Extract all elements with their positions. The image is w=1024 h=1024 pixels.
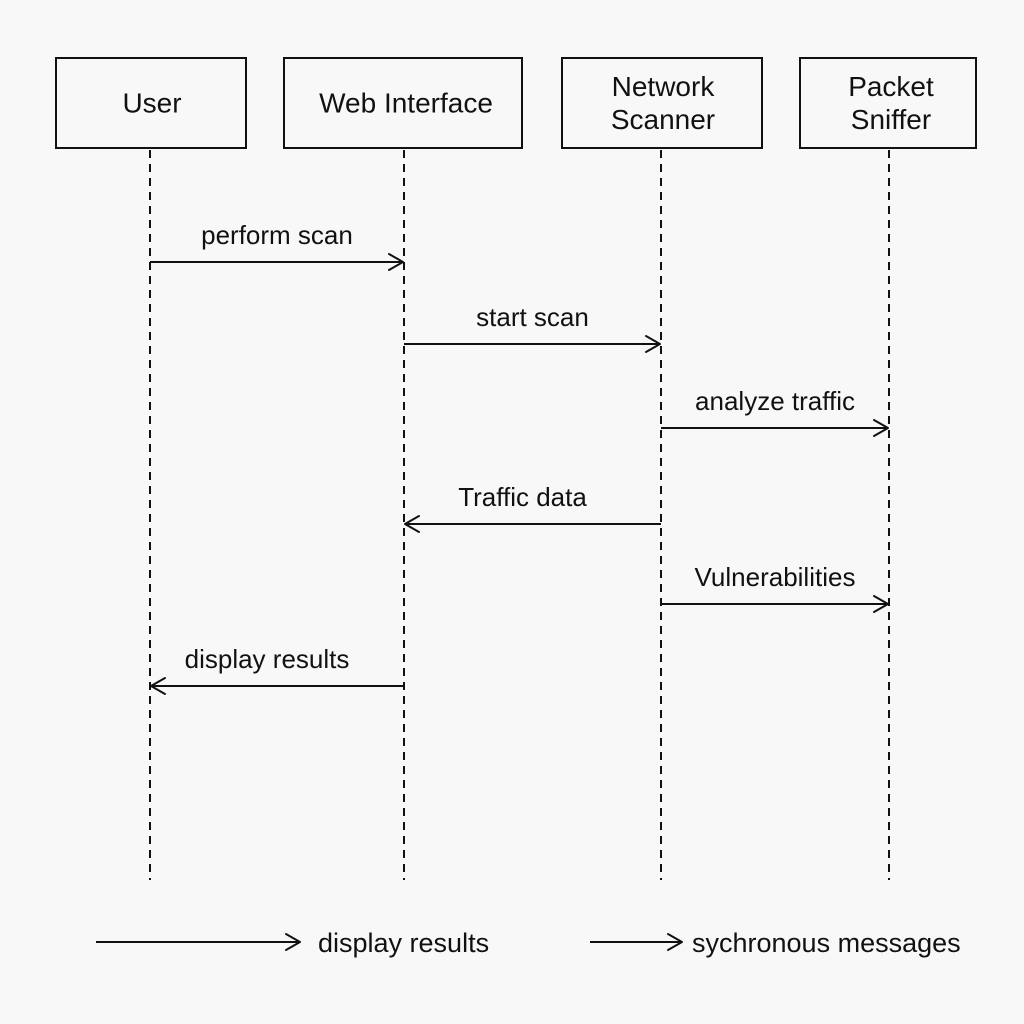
legend-item-1: display results <box>96 928 489 958</box>
message-1: perform scan <box>150 220 404 271</box>
message-6: display results <box>150 644 404 695</box>
participant-box <box>561 57 763 149</box>
message-label: display results <box>185 644 350 674</box>
message-label: start scan <box>476 302 589 332</box>
legend-label: sychronous messages <box>692 928 961 958</box>
message-label: Vulnerabilities <box>695 562 856 592</box>
participant-label: Network <box>612 71 716 102</box>
arrow-head <box>404 515 420 533</box>
participant-label: Scanner <box>611 104 715 135</box>
message-label: perform scan <box>201 220 353 250</box>
participant-box <box>283 57 523 149</box>
participant-label: User <box>122 88 181 119</box>
arrow-head <box>645 335 661 353</box>
arrow-head <box>388 253 404 271</box>
arrow-head <box>285 933 301 951</box>
participant-label: Web Interface <box>319 88 493 119</box>
message-5: Vulnerabilities <box>661 562 889 613</box>
arrow-head <box>667 933 683 951</box>
participant-web-interface: Web Interface <box>283 57 523 880</box>
message-4: Traffic data <box>404 482 661 533</box>
legend-item-2: sychronous messages <box>590 928 961 958</box>
participant-user: User <box>55 57 247 880</box>
participant-label: Sniffer <box>851 104 931 135</box>
arrow-head <box>873 419 889 437</box>
message-label: Traffic data <box>458 482 587 512</box>
participant-box <box>799 57 977 149</box>
message-2: start scan <box>404 302 661 353</box>
participant-label: Packet <box>848 71 934 102</box>
legend-label: display results <box>318 928 489 958</box>
arrow-head <box>150 677 166 695</box>
arrow-head <box>873 595 889 613</box>
participant-box <box>55 57 247 149</box>
message-3: analyze traffic <box>661 386 889 437</box>
message-label: analyze traffic <box>695 386 855 416</box>
